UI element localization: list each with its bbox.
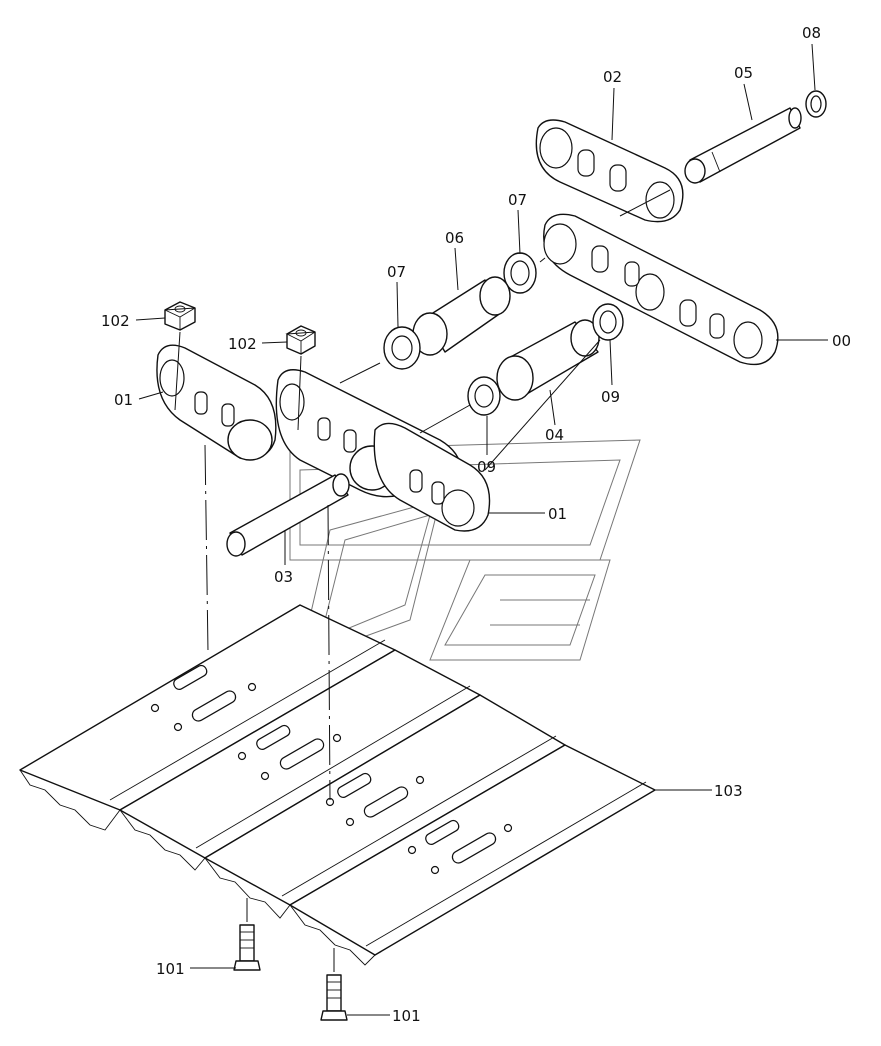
- pin-03: [226, 473, 350, 557]
- seal-07-left: [383, 326, 421, 370]
- seal-09-left: [467, 376, 501, 416]
- callout-101-right: 101: [392, 1007, 421, 1025]
- seal-09-right: [592, 303, 624, 341]
- callout-08: 08: [802, 24, 821, 42]
- bushing-06: [412, 276, 511, 356]
- callout-00: 00: [832, 332, 851, 350]
- nut-102-right: [285, 325, 316, 355]
- bolt-101-right: [320, 948, 348, 1021]
- callout-103: 103: [714, 782, 743, 800]
- callout-04: 04: [545, 426, 564, 444]
- bushing-04: [496, 319, 600, 401]
- callout-06: 06: [445, 229, 464, 247]
- callout-02: 02: [603, 68, 622, 86]
- track-link-01-left: [156, 344, 277, 461]
- callout-07-right: 07: [508, 191, 527, 209]
- callout-102-left: 102: [101, 312, 130, 330]
- callout-01-left: 01: [114, 391, 133, 409]
- track-shoe-assembly-103: [19, 604, 656, 966]
- callout-labels: 08 05 02 07 06 07 00 102 102 01 09 04 09…: [101, 24, 851, 1025]
- snap-ring-08: [805, 90, 827, 118]
- callout-101-left: 101: [156, 960, 185, 978]
- bolt-101-left: [233, 898, 261, 971]
- callout-01-right: 01: [548, 505, 567, 523]
- callout-03: 03: [274, 568, 293, 586]
- pin-05: [684, 107, 802, 184]
- callout-09-right: 09: [601, 388, 620, 406]
- track-link-02: [535, 119, 684, 223]
- callout-05: 05: [734, 64, 753, 82]
- callout-07-left: 07: [387, 263, 406, 281]
- seal-07-right: [503, 252, 537, 294]
- track-link-01-right: [373, 422, 491, 532]
- nut-102-left: [164, 301, 196, 331]
- callout-leaders: [135, 43, 828, 1016]
- track-link-00: [543, 213, 779, 366]
- assembly-centerlines: [174, 189, 671, 801]
- callout-09-left: 09: [477, 458, 496, 476]
- callout-102-right: 102: [228, 335, 257, 353]
